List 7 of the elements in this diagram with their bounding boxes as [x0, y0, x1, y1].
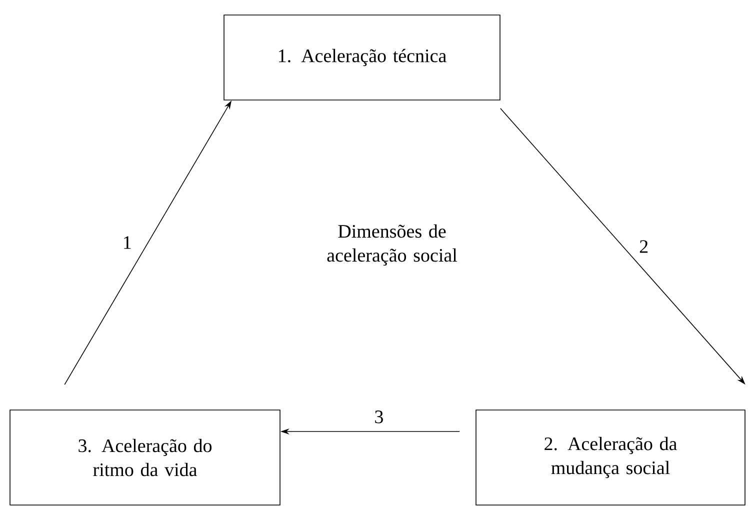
center-label: Dimensões de aceleração social: [327, 224, 458, 266]
text-box: 2. Aceleração da mudança social: [476, 410, 746, 506]
text-box: 1. Aceleração técnica: [224, 14, 500, 100]
edge-label: 1: [120, 234, 134, 251]
edge-label: 3: [372, 408, 386, 426]
edge-label: 2: [637, 238, 651, 255]
text-box: 3. Aceleração do ritmo da vida: [10, 410, 280, 506]
